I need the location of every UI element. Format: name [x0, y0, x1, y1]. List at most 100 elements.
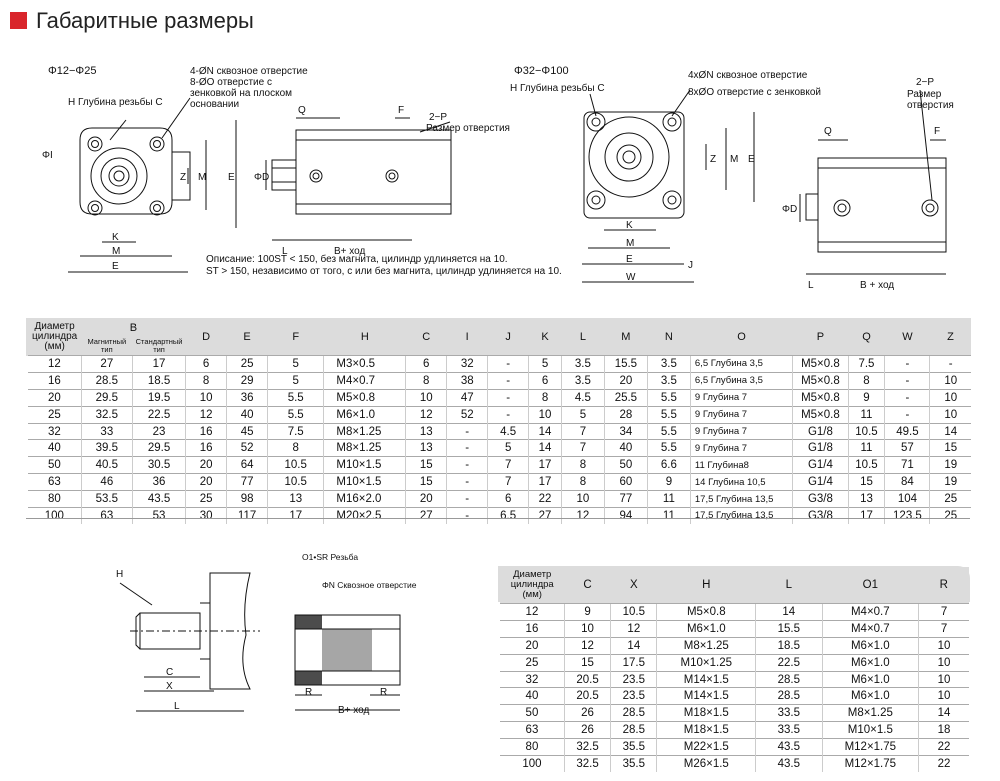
- table-cell: 32.5: [563, 738, 611, 756]
- col-e: E: [226, 318, 268, 356]
- table-cell: 10: [918, 653, 969, 672]
- table-cell: 9 Глубина 7: [689, 439, 793, 457]
- col-d: D: [185, 318, 227, 356]
- table-cell: 12: [610, 619, 657, 638]
- table-cell: 17,5 Глубина 13,5: [689, 507, 793, 524]
- table-cell: M6×1.0: [656, 619, 756, 638]
- table-cell: 25: [28, 405, 82, 424]
- thread-label-small: H Глубина резьбы C: [68, 97, 163, 108]
- table-cell: 6: [528, 371, 562, 390]
- table-cell: 98: [226, 490, 268, 508]
- main-table-bottom-line: [26, 518, 970, 519]
- svg-text:ΦD: ΦD: [254, 172, 269, 183]
- table-cell: M3×0.5: [323, 355, 406, 373]
- table-cell: M5×0.8: [792, 371, 849, 390]
- table-cell: 3.5: [560, 355, 605, 373]
- table-cell: 10: [185, 388, 227, 407]
- col-n: N: [647, 318, 691, 356]
- table-cell: 14: [918, 704, 969, 722]
- port-label-large-3: отверстия: [907, 100, 954, 111]
- table-cell: M5×0.8: [656, 603, 756, 621]
- table-cell: 43.5: [755, 738, 823, 756]
- table-cell: M18×1.5: [656, 704, 756, 722]
- table-cell: 20: [185, 473, 227, 491]
- table-cell: 3.5: [560, 371, 605, 390]
- table-cell: 49.5: [884, 422, 930, 440]
- table-cell: 18.5: [755, 636, 823, 655]
- table-cell: 6,5 Глубина 3,5: [689, 355, 793, 373]
- table-cell: 6,5 Глубина 3,5: [689, 371, 793, 390]
- svg-text:K: K: [112, 232, 119, 243]
- table-cell: -: [884, 388, 930, 407]
- table-cell: 5: [267, 371, 324, 390]
- table-cell: M16×2.0: [323, 490, 406, 508]
- table-cell: 27: [80, 355, 133, 373]
- table-cell: 3.5: [646, 371, 691, 390]
- table-cell: 104: [884, 490, 930, 508]
- col-z: Z: [929, 318, 971, 356]
- table-cell: 7: [560, 439, 605, 457]
- table-cell: M8×1.25: [323, 422, 406, 440]
- table-cell: 7.5: [847, 355, 885, 373]
- table-cell: 27: [405, 507, 447, 524]
- table-cell: M5×0.8: [792, 355, 849, 373]
- table-cell: 5: [528, 355, 562, 373]
- table-cell: 11: [646, 490, 691, 508]
- table-cell: 7: [487, 473, 529, 491]
- svg-text:W: W: [626, 272, 636, 283]
- table-cell: 28.5: [755, 670, 823, 688]
- table-cell: 17: [131, 355, 186, 373]
- col-o: O: [690, 318, 793, 356]
- table-cell: 28.5: [80, 371, 133, 390]
- description-note: Описание: 100ST < 150, без магнита, цили…: [206, 254, 562, 278]
- table-cell: 22: [528, 490, 562, 508]
- table-cell: G3/8: [792, 507, 849, 524]
- table-cell: 32.5: [80, 405, 133, 424]
- svg-text:F: F: [398, 105, 404, 116]
- table-cell: 26: [563, 704, 611, 722]
- table-cell: 15.5: [603, 355, 648, 373]
- table-cell: 15: [929, 439, 971, 457]
- table-cell: 8: [847, 371, 885, 390]
- table-cell: M18×1.5: [656, 721, 756, 739]
- table-cell: 7: [918, 619, 969, 638]
- svg-text:Q: Q: [298, 105, 306, 116]
- table-cell: 15: [405, 473, 447, 491]
- table-cell: 123.5: [884, 507, 930, 524]
- svg-text:Z: Z: [180, 172, 186, 183]
- table-cell: M12×1.75: [821, 755, 919, 772]
- table-cell: 20: [603, 371, 648, 390]
- svg-text:K: K: [626, 220, 633, 231]
- table-cell: 7.5: [267, 422, 324, 440]
- table-cell: 40: [28, 439, 82, 457]
- table-cell: 13: [267, 490, 324, 508]
- table-cell: 28.5: [610, 721, 657, 739]
- table-cell: 14: [610, 636, 657, 655]
- hole-note-small-3: зенковкой на плоском: [190, 88, 293, 99]
- table-cell: M10×1.5: [323, 456, 406, 474]
- table-cell: 30: [185, 507, 227, 524]
- table-cell: 9 Глубина 7: [689, 405, 793, 424]
- table-cell: 10.5: [610, 603, 657, 621]
- svg-text:ΦD: ΦD: [782, 204, 797, 215]
- svg-text:M: M: [112, 246, 120, 257]
- table-cell: 12: [28, 355, 82, 373]
- table-cell: 5.5: [646, 422, 691, 440]
- table-cell: 52: [226, 439, 268, 457]
- table-cell: 19.5: [131, 388, 186, 407]
- table-cell: -: [446, 473, 488, 491]
- table-cell: 16: [185, 422, 227, 440]
- dimensions-table: Диаметр цилиндра (мм) B D E F H C I J K …: [28, 318, 971, 524]
- table-cell: 14: [755, 603, 823, 621]
- table-cell: 39.5: [80, 439, 133, 457]
- table-cell: 22: [918, 738, 969, 756]
- table-cell: G1/8: [792, 439, 849, 457]
- table-cell: 9: [646, 473, 691, 491]
